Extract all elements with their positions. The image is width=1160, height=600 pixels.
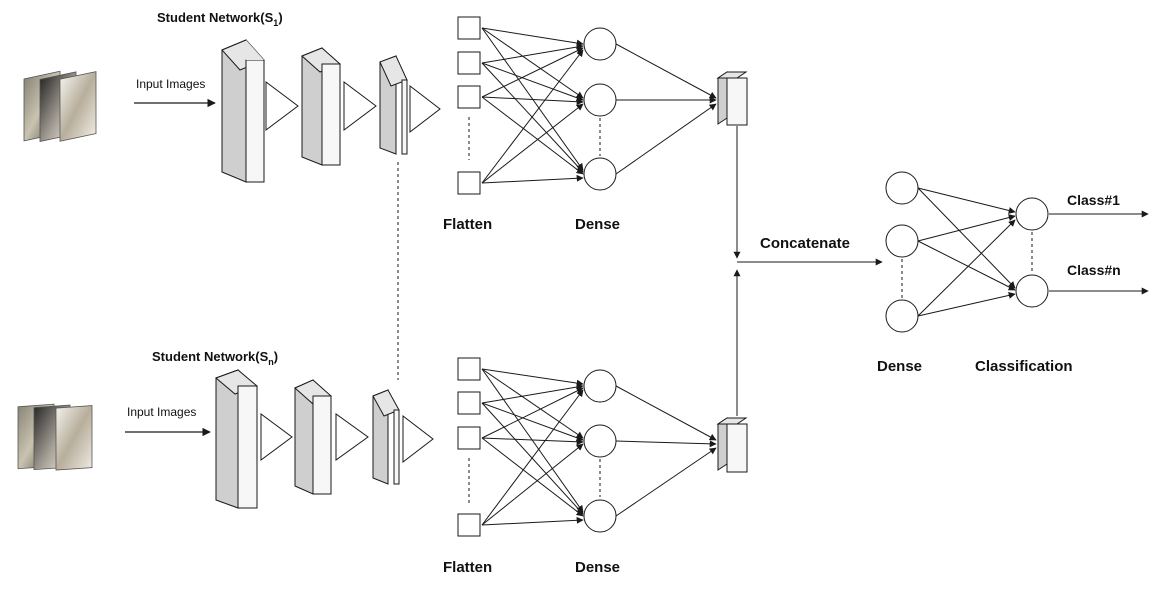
top-dense-label: Dense [575, 216, 620, 233]
bottom-dense-out-edges [615, 385, 717, 517]
top-network-title: Student Network(S1) [157, 10, 283, 28]
top-input-label: Input Images [136, 77, 205, 91]
bottom-dense-nodes [583, 369, 617, 533]
top-feature-vector [716, 71, 748, 126]
top-flatten-label: Flatten [443, 216, 492, 233]
top-conv-block-2 [301, 47, 341, 166]
merged-dense-nodes [885, 171, 919, 333]
bottom-network-title: Student Network(Sn) [152, 349, 278, 367]
bottom-pool-2 [335, 413, 369, 461]
classification-label: Classification [975, 358, 1073, 375]
concatenate-label: Concatenate [760, 235, 850, 252]
bottom-input-label: Input Images [127, 405, 196, 419]
bottom-feature-vector [716, 417, 748, 473]
top-flatten-dense-edges [481, 27, 584, 184]
top-pool-3 [409, 84, 441, 134]
bottom-flatten-dense-edges [481, 368, 584, 526]
top-branch: Student Network(S1) Input Images [23, 10, 748, 233]
top-dense-nodes [583, 27, 617, 191]
classification-nodes [1015, 197, 1049, 308]
bottom-conv-block-1 [215, 369, 258, 509]
top-input-images [23, 70, 97, 142]
bottom-conv-block-3 [372, 389, 400, 485]
top-pool-1 [265, 81, 299, 131]
bottom-pool-3 [402, 414, 434, 464]
bottom-pool-1 [260, 413, 293, 461]
bottom-flatten-label: Flatten [443, 559, 492, 576]
class-1-label: Class#1 [1067, 192, 1120, 208]
bottom-input-images [17, 403, 93, 471]
merged-dense-label: Dense [877, 358, 922, 375]
bottom-branch: Student Network(Sn) Input Images [17, 349, 748, 576]
top-dense-out-edges [615, 43, 717, 175]
top-flatten-nodes [457, 16, 481, 195]
top-pool-2 [343, 81, 377, 131]
bottom-dense-label: Dense [575, 559, 620, 576]
bottom-conv-block-2 [294, 379, 332, 495]
bottom-flatten-nodes [457, 357, 481, 537]
concatenate-section: Concatenate [733, 126, 883, 416]
dense-classification-edges [917, 187, 1016, 317]
top-conv-block-1 [221, 39, 265, 183]
class-n-label: Class#n [1067, 262, 1121, 278]
top-conv-block-3 [379, 55, 408, 155]
